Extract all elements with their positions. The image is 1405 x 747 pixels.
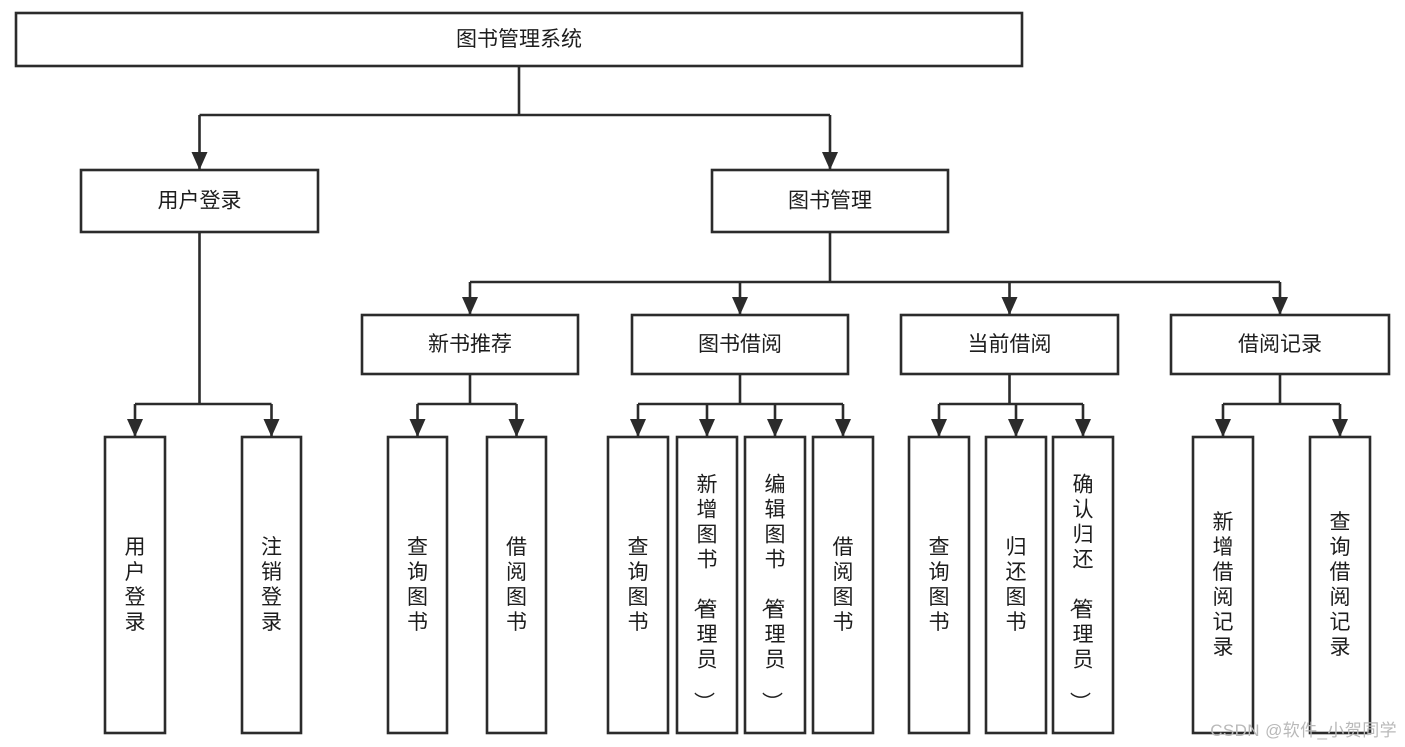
node-user-login[interactable]: 用户登录 (79, 168, 320, 234)
node-box-leaf-logout (240, 435, 303, 735)
node-leaf-add-book-admin[interactable]: 新增图书（管理员） (675, 435, 739, 735)
node-leaf-logout[interactable]: 注销登录 (240, 435, 303, 735)
node-leaf-query-book-borrow[interactable]: 查询图书 (606, 435, 670, 735)
node-label-new-book-recommend: 新书推荐 (428, 333, 512, 356)
arrow-head-book-borrow (732, 297, 748, 315)
node-leaf-user-login[interactable]: 用户登录 (103, 435, 167, 735)
arrow-head-leaf-user-login (127, 419, 143, 437)
node-box-current-borrow (899, 313, 1120, 376)
node-label-leaf-query-borrow-record: 查询借阅记录 (1330, 511, 1351, 659)
node-new-book-recommend[interactable]: 新书推荐 (360, 313, 580, 376)
node-label-leaf-query-book-current: 查询图书 (929, 536, 950, 634)
arrow-head-leaf-query-book-borrow (630, 419, 646, 437)
node-root[interactable]: 图书管理系统 (14, 11, 1024, 68)
arrow-head-current-borrow (1001, 297, 1018, 315)
node-layer: 图书管理系统用户登录图书管理新书推荐图书借阅当前借阅借阅记录用户登录注销登录查询… (14, 11, 1391, 735)
arrow-head-borrow-record (1272, 297, 1288, 315)
arrow-head-leaf-borrow-book-recommend (508, 419, 525, 437)
node-label-book-borrow: 图书借阅 (698, 333, 782, 356)
arrow-head-leaf-query-borrow-record (1332, 419, 1348, 437)
node-leaf-return-book[interactable]: 归还图书 (984, 435, 1048, 735)
arrow-head-book-management (822, 152, 838, 170)
node-box-leaf-query-book-borrow (606, 435, 670, 735)
node-book-management[interactable]: 图书管理 (710, 168, 950, 234)
arrow-head-leaf-add-borrow-record (1215, 419, 1231, 437)
arrow-head-leaf-edit-book-admin (767, 419, 783, 437)
node-leaf-query-book-current[interactable]: 查询图书 (907, 435, 971, 735)
node-label-leaf-logout: 注销登录 (261, 536, 282, 634)
connector-layer (127, 66, 1348, 437)
node-box-leaf-add-book-admin (675, 435, 739, 735)
node-label-root: 图书管理系统 (456, 28, 582, 51)
node-box-leaf-confirm-return-admin (1051, 435, 1115, 735)
node-label-borrow-record: 借阅记录 (1238, 333, 1322, 356)
node-label-leaf-edit-book-admin: 编辑图书（管理员） (760, 474, 786, 713)
node-box-leaf-return-book (984, 435, 1048, 735)
node-label-leaf-add-borrow-record: 新增借阅记录 (1213, 511, 1234, 659)
arrow-head-new-book-recommend (462, 297, 478, 315)
node-leaf-confirm-return-admin[interactable]: 确认归还（管理员） (1051, 435, 1115, 735)
node-borrow-record[interactable]: 借阅记录 (1169, 313, 1391, 376)
node-label-leaf-query-book-recommend: 查询图书 (407, 536, 428, 634)
node-box-leaf-edit-book-admin (743, 435, 807, 735)
node-box-book-management (710, 168, 950, 234)
node-box-leaf-query-book-current (907, 435, 971, 735)
node-box-leaf-borrow-book-recommend (485, 435, 548, 735)
node-box-root (14, 11, 1024, 68)
arrow-head-leaf-query-book-recommend (409, 419, 426, 437)
node-label-user-login: 用户登录 (158, 190, 242, 213)
arrow-head-leaf-query-book-current (931, 419, 947, 437)
node-label-leaf-user-login: 用户登录 (125, 536, 146, 634)
csdn-watermark: CSDN @软件_小贺同学 (1210, 721, 1397, 740)
node-box-leaf-query-borrow-record (1308, 435, 1372, 735)
node-leaf-query-book-recommend[interactable]: 查询图书 (386, 435, 449, 735)
node-book-borrow[interactable]: 图书借阅 (630, 313, 850, 376)
node-label-leaf-query-book-borrow: 查询图书 (628, 536, 649, 634)
node-label-leaf-add-book-admin: 新增图书（管理员） (692, 474, 718, 713)
node-leaf-borrow-book[interactable]: 借阅图书 (811, 435, 875, 735)
node-box-user-login (79, 168, 320, 234)
arrow-head-leaf-logout (263, 419, 280, 437)
node-leaf-borrow-book-recommend[interactable]: 借阅图书 (485, 435, 548, 735)
node-box-leaf-user-login (103, 435, 167, 735)
node-box-new-book-recommend (360, 313, 580, 376)
node-leaf-query-borrow-record[interactable]: 查询借阅记录 (1308, 435, 1372, 735)
node-leaf-edit-book-admin[interactable]: 编辑图书（管理员） (743, 435, 807, 735)
arrow-head-leaf-borrow-book (835, 419, 851, 437)
node-leaf-add-borrow-record[interactable]: 新增借阅记录 (1191, 435, 1255, 735)
arrow-head-leaf-add-book-admin (699, 419, 715, 437)
node-label-leaf-confirm-return-admin: 确认归还（管理员） (1068, 474, 1094, 713)
node-box-leaf-borrow-book (811, 435, 875, 735)
node-label-leaf-return-book: 归还图书 (1006, 536, 1027, 634)
arrow-head-user-login (191, 152, 208, 170)
node-current-borrow[interactable]: 当前借阅 (899, 313, 1120, 376)
node-label-current-borrow: 当前借阅 (968, 333, 1052, 356)
arrow-head-leaf-return-book (1008, 419, 1024, 437)
node-box-book-borrow (630, 313, 850, 376)
arrow-head-leaf-confirm-return-admin (1075, 419, 1091, 437)
node-box-leaf-add-borrow-record (1191, 435, 1255, 735)
node-label-leaf-borrow-book-recommend: 借阅图书 (506, 536, 527, 634)
node-label-book-management: 图书管理 (788, 190, 872, 213)
node-box-borrow-record (1169, 313, 1391, 376)
node-label-leaf-borrow-book: 借阅图书 (833, 536, 854, 634)
node-box-leaf-query-book-recommend (386, 435, 449, 735)
